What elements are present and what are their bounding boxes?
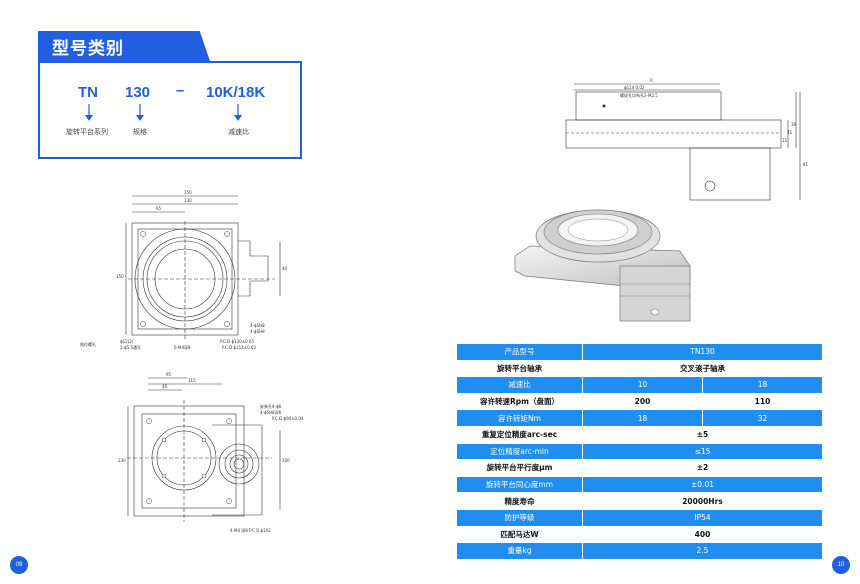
spec-value: IP54 bbox=[583, 509, 823, 527]
caption-size: 规格 bbox=[133, 128, 147, 136]
note-h8: 4-ϕ5H8深6 bbox=[260, 409, 282, 415]
dim-130: 130 bbox=[184, 198, 192, 203]
page-number-left: 09 bbox=[10, 556, 28, 574]
spec-row: 旋转平台轴承交叉滚子轴承 bbox=[457, 360, 823, 378]
spec-value: 400 bbox=[583, 526, 823, 544]
header-tab bbox=[38, 31, 210, 61]
model-code-box bbox=[38, 61, 302, 159]
spec-label: 重复定位精度arc-sec bbox=[457, 426, 583, 444]
spec-value: ±0.01 bbox=[583, 476, 823, 494]
note-mount: 安装孔4-ϕ6 bbox=[260, 403, 282, 409]
spec-row: 定位精度arc-min≤15 bbox=[457, 443, 823, 461]
spec-label: 旋转平台平行度μm bbox=[457, 460, 583, 477]
dim-150: 150 bbox=[184, 190, 192, 195]
spec-label: 产品型号 bbox=[457, 344, 583, 361]
page-number-right: 10 bbox=[832, 556, 850, 574]
spec-row: 旋转平台平行度μm±2 bbox=[457, 460, 823, 477]
dim-right: 40 bbox=[282, 266, 288, 271]
spec-value: 110 bbox=[703, 393, 823, 411]
label-m4-bottom: 4-M4 深8 P.C.D ϕ102 bbox=[230, 527, 271, 533]
note-3: P.C.D ϕ130±0.05 bbox=[220, 339, 254, 344]
bottom-view-drawing: 95 115 40 130 100 安装孔4-ϕ6 4-ϕ5H8深6 P.C.D… bbox=[118, 372, 304, 533]
spec-label: 重量kg bbox=[457, 543, 583, 560]
product-3d-image bbox=[514, 209, 691, 322]
spec-value: 20000Hrs bbox=[583, 493, 823, 510]
spec-value: ±2 bbox=[583, 460, 823, 477]
spec-label: 旋转平台轴承 bbox=[457, 360, 583, 378]
arrow-down-icon bbox=[85, 104, 93, 121]
note-1: 4-ϕ5H8 bbox=[250, 323, 265, 328]
spec-label: 精度寿命 bbox=[457, 493, 583, 510]
spec-label: 容许转速Rpm（盘面） bbox=[457, 393, 583, 411]
model-code-ratio: 10K/18K bbox=[206, 84, 266, 101]
spec-label: 定位精度arc-min bbox=[457, 443, 583, 461]
side-dim-25: 25 bbox=[787, 130, 793, 135]
side-dim-top: 0 bbox=[650, 78, 653, 83]
spec-label: 减速比 bbox=[457, 377, 583, 394]
spec-label: 容许转矩Nm bbox=[457, 410, 583, 427]
side-dim-holes: 螺纹孔均布孔2-M2.5 bbox=[620, 92, 658, 98]
dim-left: 150 bbox=[116, 274, 124, 279]
spec-value: TN130 bbox=[583, 344, 823, 361]
dim-left-bottom: 130 bbox=[118, 458, 126, 463]
dim-40: 40 bbox=[162, 384, 168, 389]
dim-65: 65 bbox=[156, 206, 162, 211]
side-dim-15: 15 bbox=[782, 138, 788, 143]
note-pcd94: P.C.D ϕ94±0.04 bbox=[272, 416, 304, 421]
dim-95: 95 bbox=[166, 372, 172, 377]
spec-label: 防护等级 bbox=[457, 509, 583, 527]
label-pcd114: P.C.D ϕ114±0.02 bbox=[222, 345, 256, 350]
spec-value: 200 bbox=[583, 393, 703, 411]
note-2: 4-ϕ5H8 bbox=[250, 329, 265, 334]
spec-value: ≤15 bbox=[583, 443, 823, 461]
label-m4: 6-M4深8 bbox=[174, 344, 191, 350]
spec-value: 交叉滚子轴承 bbox=[583, 360, 823, 378]
label-through-hole: 2-ϕ5.5通孔 bbox=[120, 344, 141, 350]
dim-115: 115 bbox=[188, 378, 196, 383]
caption-ratio: 减速比 bbox=[228, 128, 249, 136]
spec-value: 18 bbox=[703, 377, 823, 394]
dim-right-bottom: 100 bbox=[282, 458, 290, 463]
side-dim-81: 81 bbox=[803, 162, 809, 167]
label-limit-hole: 限位螺孔 bbox=[80, 341, 96, 347]
section-title: 型号类别 bbox=[52, 39, 124, 59]
spec-label: 匹配马达W bbox=[457, 526, 583, 544]
spec-value: 10 bbox=[583, 377, 703, 394]
arrow-down-icon bbox=[136, 104, 144, 121]
spec-label: 旋转平台同心度mm bbox=[457, 476, 583, 494]
label-phi12: ϕ12(2) bbox=[120, 339, 134, 344]
side-dim-39: 39 bbox=[791, 122, 797, 127]
model-code-series: TN bbox=[78, 84, 98, 101]
spec-row: 重复定位精度arc-sec±5 bbox=[457, 426, 823, 444]
spec-value: ±5 bbox=[583, 426, 823, 444]
spec-value: 2.5 bbox=[583, 543, 823, 560]
side-dim-dia: ϕ114 0.02 bbox=[624, 85, 645, 90]
spec-row: 旋转平台同心度mm±0.01 bbox=[457, 476, 823, 494]
caption-series: 旋转平台系列 bbox=[66, 128, 108, 136]
top-view-drawing: 150 130 65 150 40 4-ϕ5H8 4-ϕ5H8 P.C.D ϕ1… bbox=[80, 190, 288, 350]
model-code-size: 130 bbox=[125, 84, 151, 101]
arrow-down-icon bbox=[234, 104, 242, 121]
side-view-drawing: 0 ϕ114 0.02 螺纹孔均布孔2-M2.5 15 25 39 81 bbox=[565, 78, 809, 201]
model-code-separator: – bbox=[176, 82, 185, 99]
spec-value: 18 bbox=[583, 410, 703, 427]
spec-value: 32 bbox=[703, 410, 823, 427]
